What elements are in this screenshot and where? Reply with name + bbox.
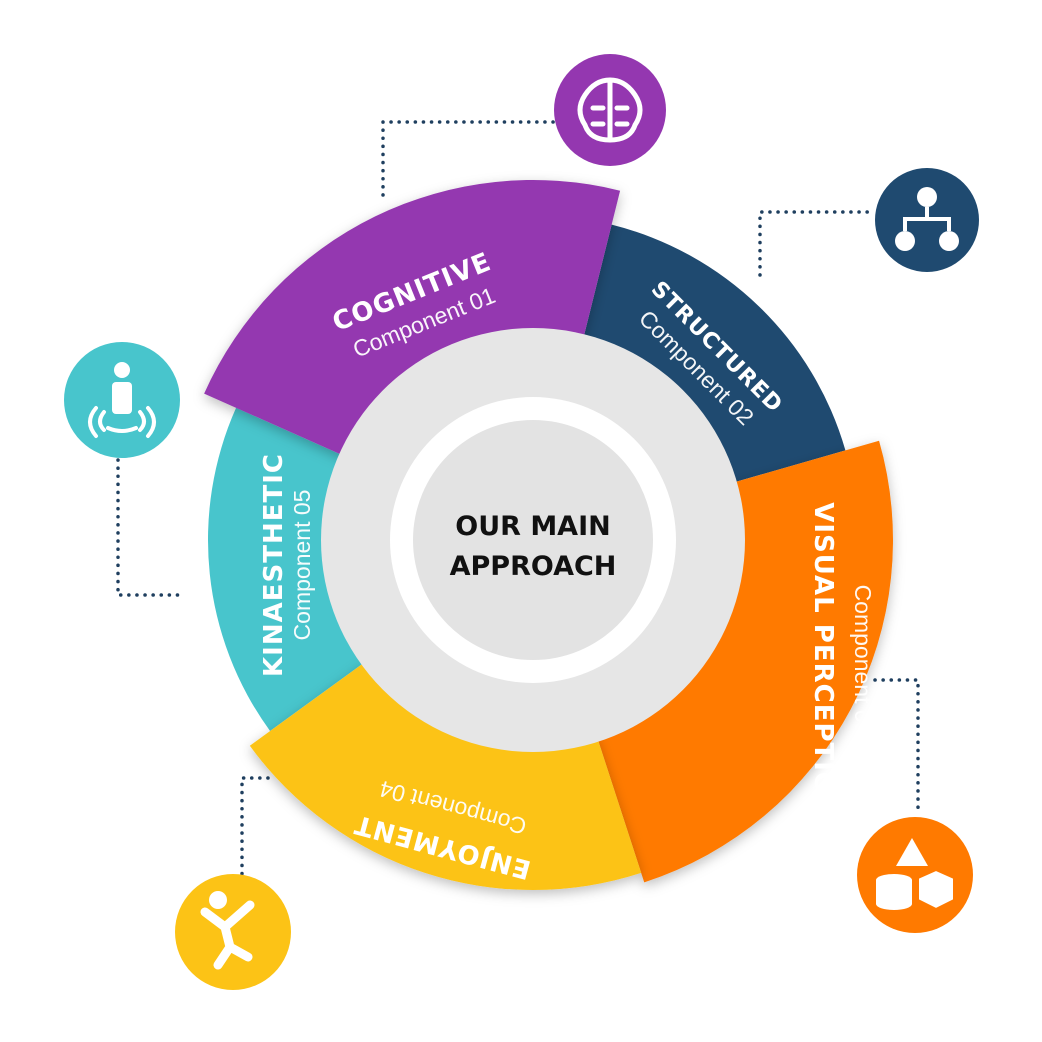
jumping-person-icon (175, 874, 291, 990)
center-title-line1: OUR MAIN (455, 511, 610, 542)
connector-cognitive (381, 120, 557, 197)
segment-label-visual: VISUAL PERCEPTION Component 03 (808, 502, 876, 818)
brain-icon (554, 54, 666, 166)
ring-segment-enjoyment (249, 660, 642, 890)
segment-title: VISUAL PERCEPTION (808, 502, 838, 818)
person-motion-icon (64, 342, 180, 458)
hierarchy-icon (875, 168, 979, 272)
connector-kinaesthetic (116, 458, 180, 597)
shapes-icon (857, 817, 973, 933)
center-title-line2: APPROACH (450, 551, 617, 582)
ring-segment-structured (582, 224, 846, 484)
connector-enjoyment (240, 776, 270, 877)
connector-structured (758, 210, 877, 277)
segment-label-kinaesthetic: KINAESTHETIC Component 05 (259, 453, 315, 677)
segment-subtitle: Component 03 (850, 585, 876, 736)
ring-segment-cognitive (204, 180, 621, 457)
segment-title: KINAESTHETIC (259, 453, 289, 677)
center-core (413, 420, 653, 660)
segment-subtitle: Component 05 (289, 490, 315, 641)
connector-visual (873, 678, 920, 817)
ring-segment-visual (596, 440, 893, 883)
